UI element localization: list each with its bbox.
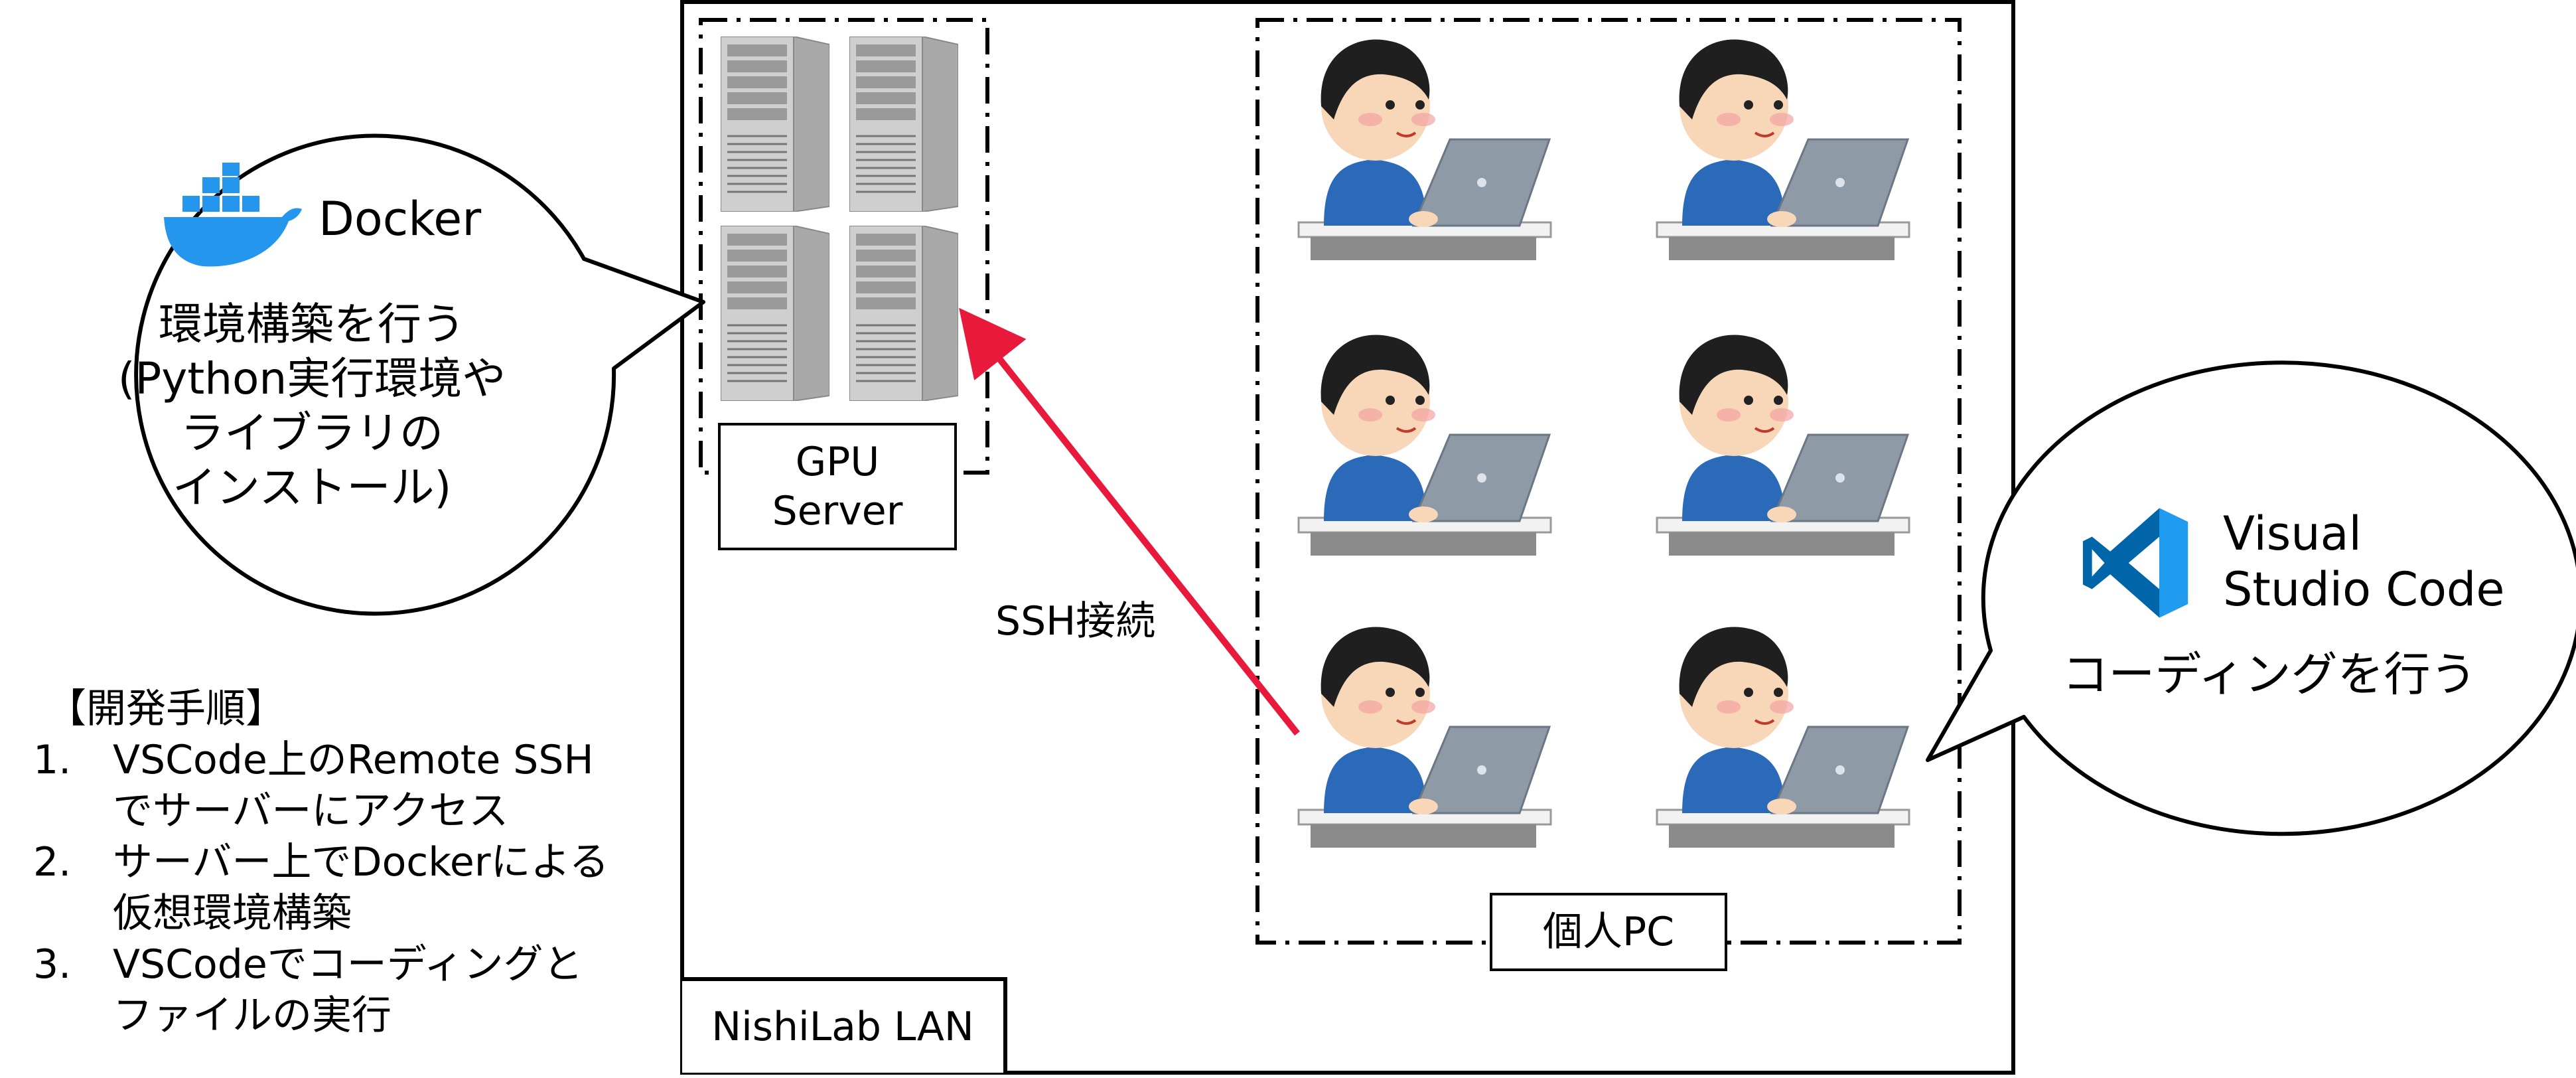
docker-logo-label: Docker: [319, 192, 482, 246]
person-laptop-icon: [1297, 39, 1552, 260]
development-steps: 【開発手順】 1. VSCode上のRemote SSH でサーバーにアクセス …: [33, 684, 670, 1041]
step-text: VSCodeでコーディングと ファイルの実行: [113, 941, 583, 1039]
gpu-server-label-line1: GPU: [795, 439, 880, 485]
steps-title: 【開発手順】: [46, 686, 285, 732]
gpu-server-label-line2: Server: [772, 488, 903, 534]
person-laptop-icon: [1656, 39, 1910, 260]
step-item: 2. サーバー上でDockerによる 仮想環境構築: [33, 837, 670, 939]
person-laptop-icon: [1656, 627, 1910, 848]
step-number: 1.: [33, 737, 72, 783]
vscode-bubble-text: コーディングを行う: [2062, 647, 2477, 702]
server-rack-icon: [849, 37, 958, 212]
server-rack-icon: [849, 226, 958, 401]
person-laptop-icon: [1656, 335, 1910, 556]
vscode-logo-line2: Studio Code: [2223, 562, 2505, 617]
step-text: VSCode上のRemote SSH でサーバーにアクセス: [113, 737, 594, 834]
vscode-logo-line1: Visual: [2223, 506, 2362, 561]
server-rack-icon: [721, 226, 829, 401]
docker-bubble-line: インストール): [172, 462, 452, 513]
server-group-boundary: [699, 18, 989, 475]
docker-bubble-text: 環境構築を行う (Python実行環境や ライブラリの インストール): [106, 297, 518, 515]
vscode-speech-bubble: [1926, 360, 2576, 836]
vscode-logo-icon: [2082, 508, 2188, 618]
step-number: 3.: [33, 941, 72, 988]
personal-pc-label: 個人PC: [1490, 893, 1727, 971]
docker-speech-bubble: [134, 133, 705, 616]
person-laptop-icon: [1297, 627, 1552, 848]
step-text: サーバー上でDockerによる 仮想環境構築: [113, 839, 609, 937]
step-number: 2.: [33, 839, 72, 886]
step-item: 1. VSCode上のRemote SSH でサーバーにアクセス: [33, 735, 670, 837]
docker-bubble-line: (Python実行環境や: [117, 353, 506, 404]
ssh-connection-label: SSH接続: [995, 598, 1156, 645]
step-item: 3. VSCodeでコーディングと ファイルの実行: [33, 939, 670, 1041]
ssh-arrow: [959, 307, 1300, 736]
docker-whale-icon: [164, 163, 302, 267]
vscode-logo-text: Visual Studio Code: [2223, 506, 2504, 617]
server-rack-icon: [721, 37, 829, 212]
lan-label: NishiLab LAN: [682, 977, 1007, 1073]
gpu-server-label: GPU Server: [718, 423, 957, 550]
docker-bubble-line: ライブラリの: [180, 408, 443, 459]
person-laptop-icon: [1297, 335, 1552, 556]
docker-bubble-line: 環境構築を行う: [159, 299, 465, 350]
